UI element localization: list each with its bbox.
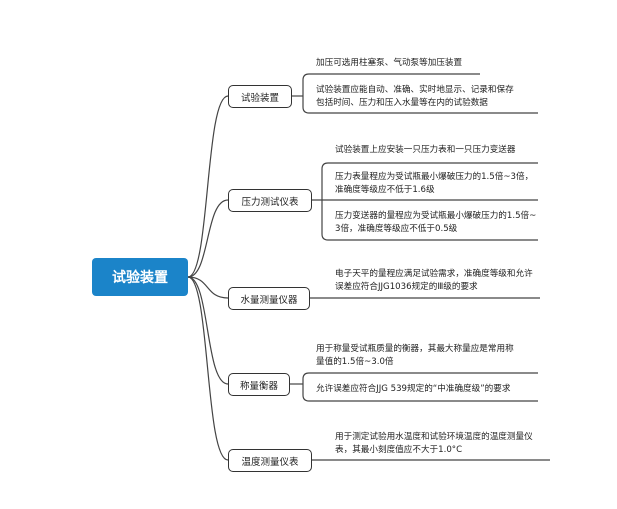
leaf-text: 用于称量受试瓶质量的衡器，其最大称量应是常用称 量值的1.5倍~3.0倍 [316,344,514,367]
branch-node[interactable]: 试验装置 [228,85,292,108]
leaf-text: 允许误差应符合JJG 539规定的“中准确度级”的要求 [316,384,511,394]
leaf-text: 压力表量程应为受试瓶最小爆破压力的1.5倍~3倍， 准确度等级应不低于1.6级 [335,172,534,195]
branch-node[interactable]: 压力测试仪表 [228,189,312,212]
connector [187,276,229,299]
leaf-text: 电子天平的量程应满足试验需求，准确度等级和允许 误差应符合JJG1036规定的Ⅲ… [335,269,533,292]
leaf-text: 试验装置应能自动、准确、实时地显示、记录和保存 包括时间、压力和压入水量等在内的… [316,85,514,108]
connector [302,73,538,114]
branch-node[interactable]: 水量测量仪器 [228,287,310,310]
branch-node[interactable]: 称量衡器 [228,373,290,396]
connector [302,372,538,402]
leaf-text: 压力变送器的量程应为受试瓶最小爆破压力的1.5倍~ 3倍，准确度等级应不低于0.… [335,211,537,234]
branch-node[interactable]: 温度测量仪表 [228,449,312,472]
leaf-text: 用于测定试验用水温度和试验环境温度的温度测量仪 表，其最小刻度值应不大于1.0°… [335,432,533,455]
connector [321,162,538,241]
connector [187,199,229,278]
root-node[interactable]: 试验装置 [92,258,188,296]
leaf-text: 加压可选用柱塞泵、气动泵等加压装置 [316,58,463,68]
leaf-text: 试验装置上应安装一只压力表和一只压力变送器 [335,145,516,155]
connector [187,276,229,461]
connector [187,95,229,278]
connector [187,276,229,385]
